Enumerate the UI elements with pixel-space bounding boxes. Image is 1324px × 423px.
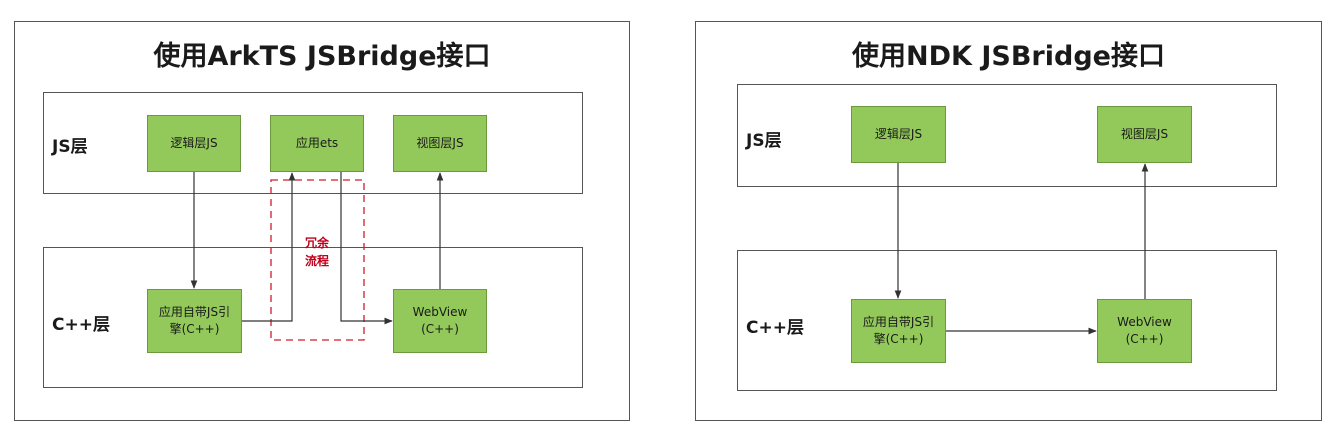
ndk-cpp-layer bbox=[737, 250, 1277, 391]
ndk-cpp-layer-label: C++层 bbox=[746, 318, 804, 338]
ndk-js-layer bbox=[737, 84, 1277, 187]
ndk-view-js-node: 视图层JS bbox=[1097, 106, 1192, 163]
ndk-engine-node: 应用自带JS引 擎(C++) bbox=[851, 299, 946, 363]
redundant-flow-note: 冗余 流程 bbox=[304, 236, 329, 268]
ndk-logic-js-node: 逻辑层JS bbox=[851, 106, 946, 163]
ndk-panel-title: 使用NDK JSBridge接口 bbox=[852, 41, 1165, 72]
arkts-cpp-layer-label: C++层 bbox=[52, 315, 110, 335]
ndk-webview-node: WebView (C++) bbox=[1097, 299, 1192, 363]
arkts-js-layer-label: JS层 bbox=[52, 137, 88, 157]
arkts-panel-title: 使用ArkTS JSBridge接口 bbox=[153, 41, 491, 72]
arkts-webview-node: WebView (C++) bbox=[393, 289, 487, 353]
arkts-view-js-node: 视图层JS bbox=[393, 115, 487, 172]
arkts-engine-node: 应用自带JS引 擎(C++) bbox=[147, 289, 242, 353]
arkts-logic-js-node: 逻辑层JS bbox=[147, 115, 241, 172]
ndk-js-layer-label: JS层 bbox=[746, 131, 782, 151]
arkts-app-ets-node: 应用ets bbox=[270, 115, 364, 172]
